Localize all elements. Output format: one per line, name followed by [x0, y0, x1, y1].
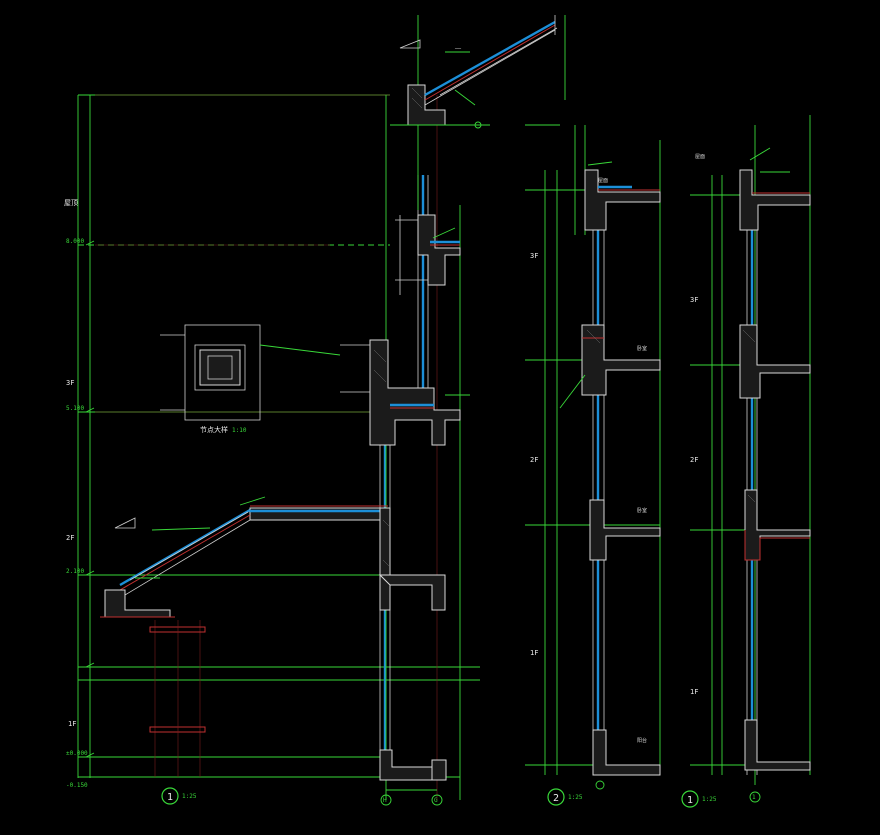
callout-scale: 1:25 — [568, 794, 583, 801]
roof-label: 屋面 — [598, 178, 608, 184]
floor-label-1f: 1F — [530, 649, 538, 657]
floor-label-3f: 3F — [690, 296, 698, 304]
floor-label-3f: 3F — [530, 252, 538, 260]
floor-label-roof: 屋顶 — [64, 199, 78, 207]
elevation-mark: 2.100 — [66, 568, 84, 575]
svg-text:──: ── — [454, 46, 462, 52]
detail-scale: 1:10 — [232, 427, 247, 434]
room-label: 卧室 — [637, 345, 647, 352]
elevation-mark: -0.150 — [66, 782, 88, 789]
axis-tag: 1 — [752, 794, 756, 801]
detail-title: 节点大样 — [200, 425, 228, 434]
elevation-mark: 8.000 — [66, 238, 84, 245]
floor-label-1f: 1F — [68, 720, 76, 728]
wall-hatching — [373, 87, 756, 567]
axis-tag-h: H — [383, 797, 387, 804]
callout-scale: 1:25 — [182, 793, 197, 800]
callout-number: 1 — [687, 795, 693, 806]
middle-section: 3F 2F 1F 屋面 卧室 卧室 阳台 2 1:25 — [525, 124, 661, 806]
axis-tag-g: G — [434, 797, 438, 804]
callout-number: 2 — [553, 793, 559, 804]
floor-label-1f: 1F — [690, 688, 698, 696]
floor-label-3f: 3F — [66, 379, 74, 387]
callout-number: 1 — [167, 792, 173, 803]
left-section: 屋顶 3F 2F 1F 8.000 5.100 2.100 ±0.000 -0.… — [64, 15, 566, 806]
room-label: 卧室 — [637, 507, 647, 514]
elevation-mark: ±0.000 — [66, 750, 88, 757]
elevation-mark: 5.100 — [66, 405, 84, 412]
right-section: 3F 2F 1F 屋面 1 1:25 1 — [681, 115, 811, 808]
floor-label-2f: 2F — [66, 534, 74, 542]
roof-label: 屋面 — [695, 154, 705, 160]
floor-label-2f: 2F — [690, 456, 698, 464]
room-label: 阳台 — [637, 737, 647, 744]
floor-label-2f: 2F — [530, 456, 538, 464]
callout-scale: 1:25 — [702, 796, 717, 803]
